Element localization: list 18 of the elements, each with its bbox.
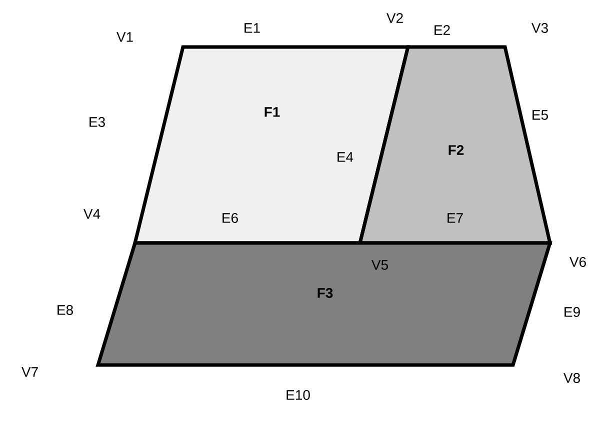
label-text: V1 (116, 32, 133, 42)
label-text: E1 (244, 23, 260, 33)
label-text: E7 (448, 213, 463, 223)
label-text: V8 (564, 373, 580, 383)
label-text: E5 (532, 110, 548, 120)
label-text: V6 (570, 257, 586, 267)
label-text: E4 (338, 152, 354, 162)
label-text: V3 (532, 23, 548, 33)
label-text: E2 (434, 25, 450, 35)
label-text: V5 (372, 260, 388, 270)
label-text: V2 (386, 13, 403, 23)
label-text: V4 (84, 209, 100, 219)
label-text: E3 (90, 117, 105, 127)
label-text: E6 (222, 213, 238, 223)
label-text: E9 (564, 307, 580, 317)
label-text: E10 (286, 390, 310, 400)
label-text: E8 (58, 305, 73, 315)
label-text: V7 (22, 367, 38, 377)
